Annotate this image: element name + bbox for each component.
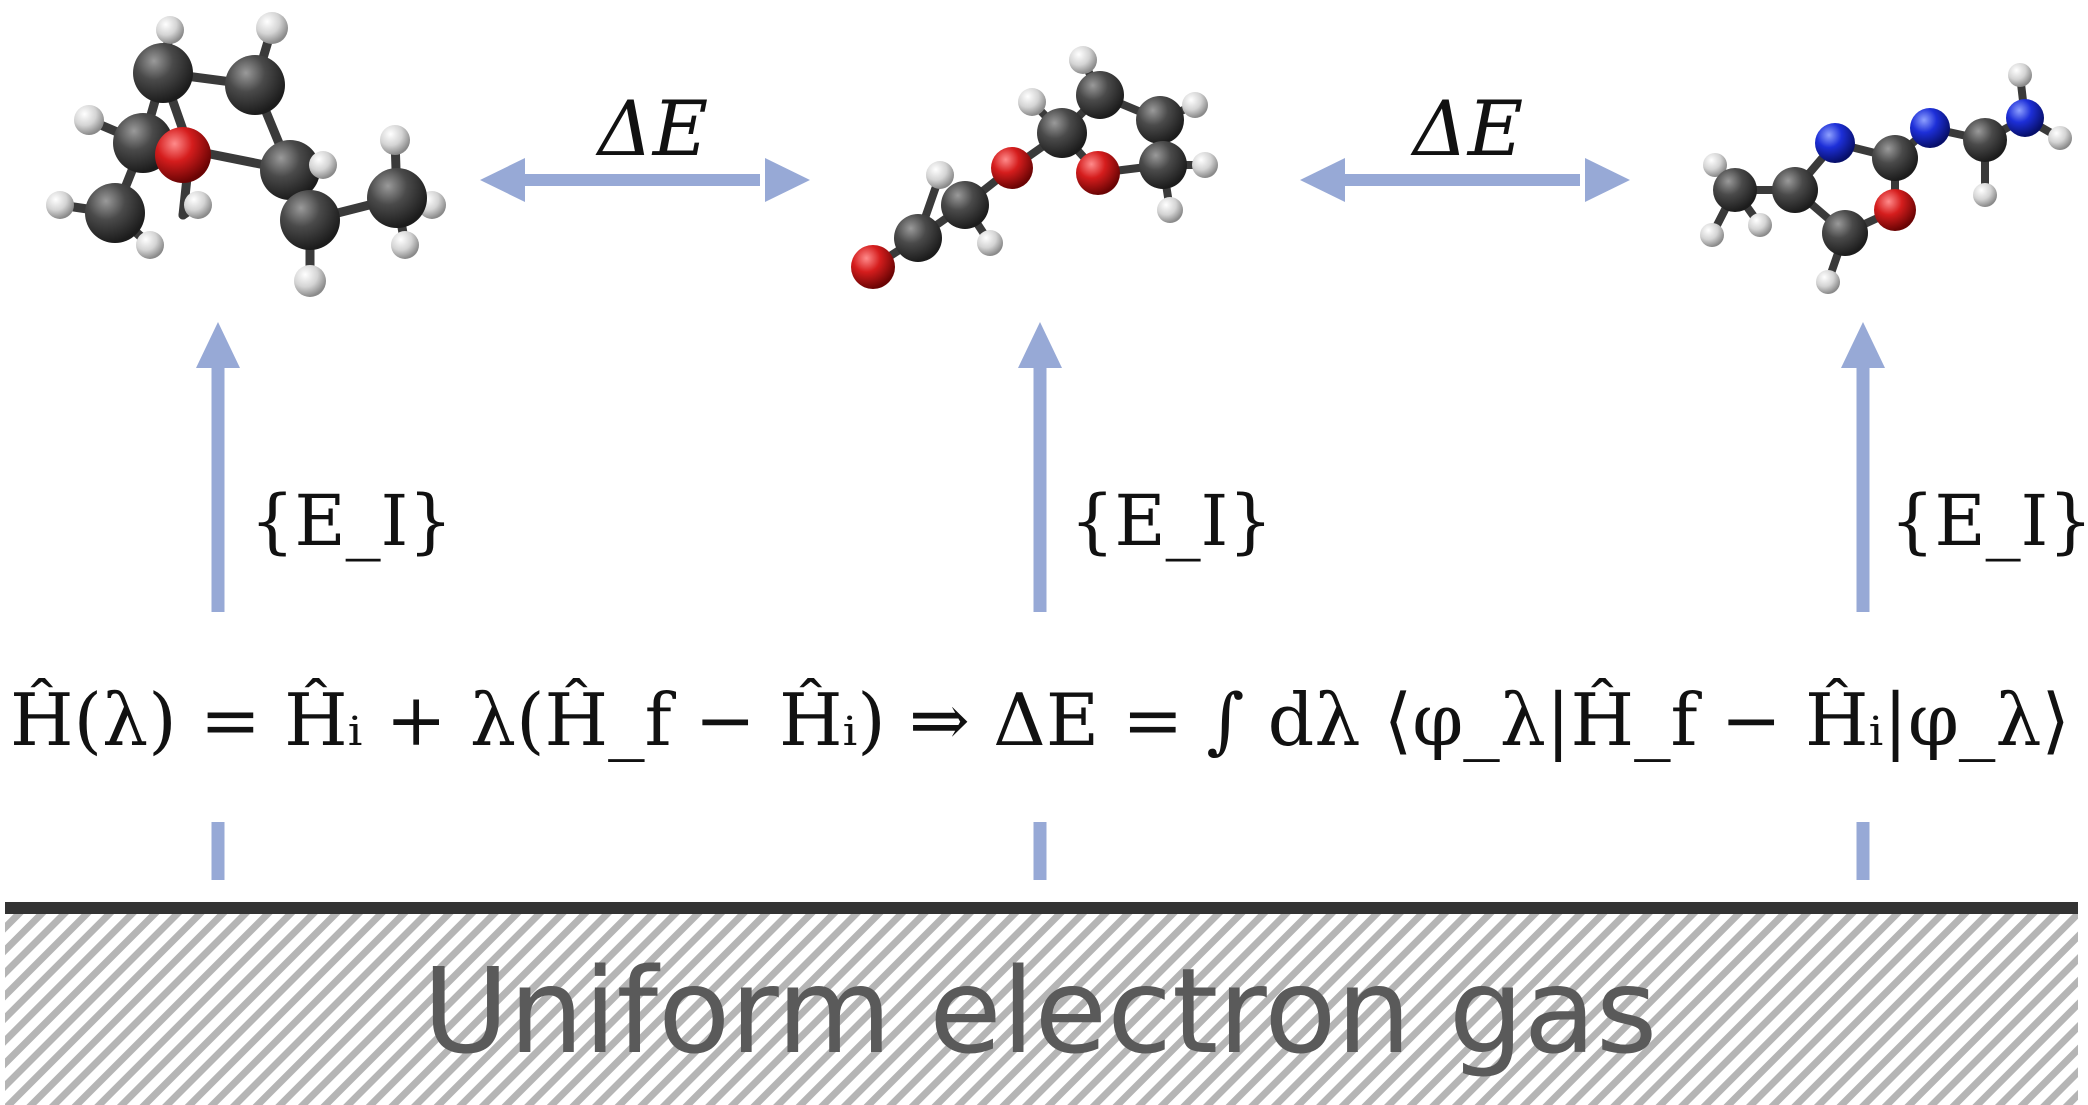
vertical-arrow-left (196, 322, 240, 880)
transition-arrow-left (480, 158, 810, 202)
adiabatic-connection-equation: Ĥ(λ) = Ĥᵢ + λ(Ĥ_f − Ĥᵢ) ⇒ ΔE = ∫ dλ ⟨φ_λ… (10, 677, 2070, 762)
uniform-electron-gas-label: Uniform electron gas (423, 942, 1658, 1080)
energies-label-middle: {E_I} (1070, 480, 1273, 562)
transition-arrow-right (1300, 158, 1630, 202)
delta-e-label-left: ΔE (595, 84, 708, 173)
energies-label-left: {E_I} (250, 480, 453, 562)
molecule-left (46, 12, 446, 297)
energies-label-right: {E_I} (1890, 480, 2088, 562)
vertical-arrow-right (1841, 322, 1885, 880)
vertical-arrow-middle (1018, 322, 1062, 880)
delta-e-label-right: ΔE (1410, 84, 1523, 173)
molecule-middle (851, 46, 1218, 289)
molecule-right (1700, 63, 2072, 294)
uniform-electron-gas-block (5, 910, 2078, 1105)
